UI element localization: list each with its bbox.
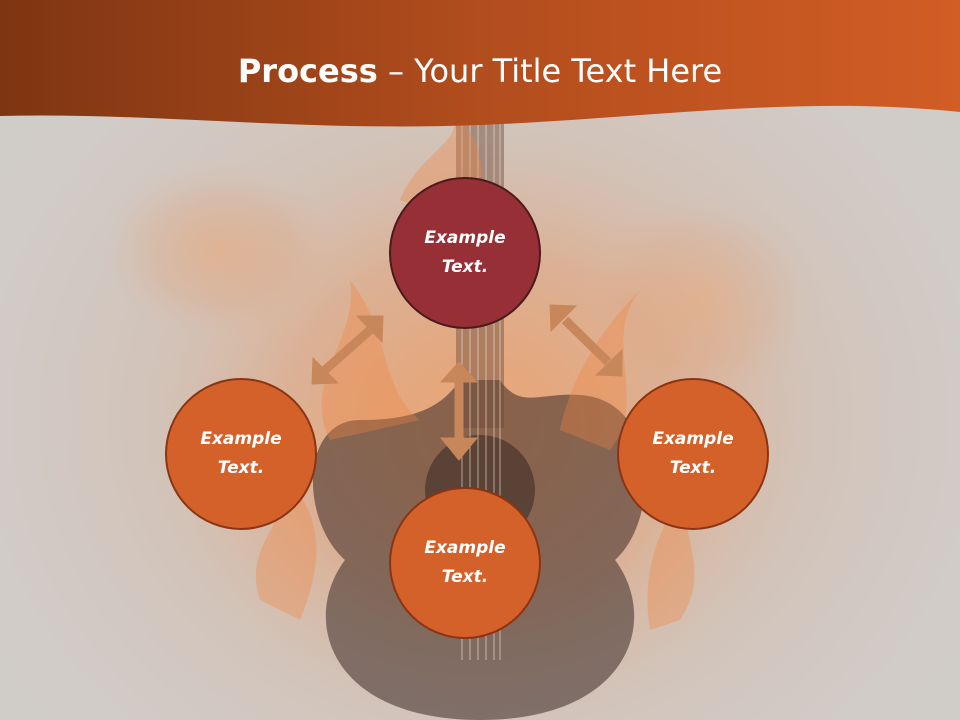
title-bold: Process xyxy=(237,52,378,90)
node-text-top: Example Text. xyxy=(424,228,506,277)
node-text-left: Example Text. xyxy=(200,429,282,478)
node-text-bottom: Example Text. xyxy=(424,538,506,587)
title-banner xyxy=(0,0,960,127)
process-node-bottom: Example Text. xyxy=(389,487,541,639)
process-node-left: Example Text. xyxy=(165,378,317,530)
process-node-top: Example Text. xyxy=(389,177,541,329)
double-arrow-top-right xyxy=(549,304,623,377)
slide-title: Process – Your Title Text Here xyxy=(0,52,960,90)
double-arrow-vertical xyxy=(439,361,479,461)
title-rest: – Your Title Text Here xyxy=(377,52,723,90)
process-node-right: Example Text. xyxy=(617,378,769,530)
double-arrow-top-left xyxy=(311,315,384,385)
node-text-right: Example Text. xyxy=(652,429,734,478)
